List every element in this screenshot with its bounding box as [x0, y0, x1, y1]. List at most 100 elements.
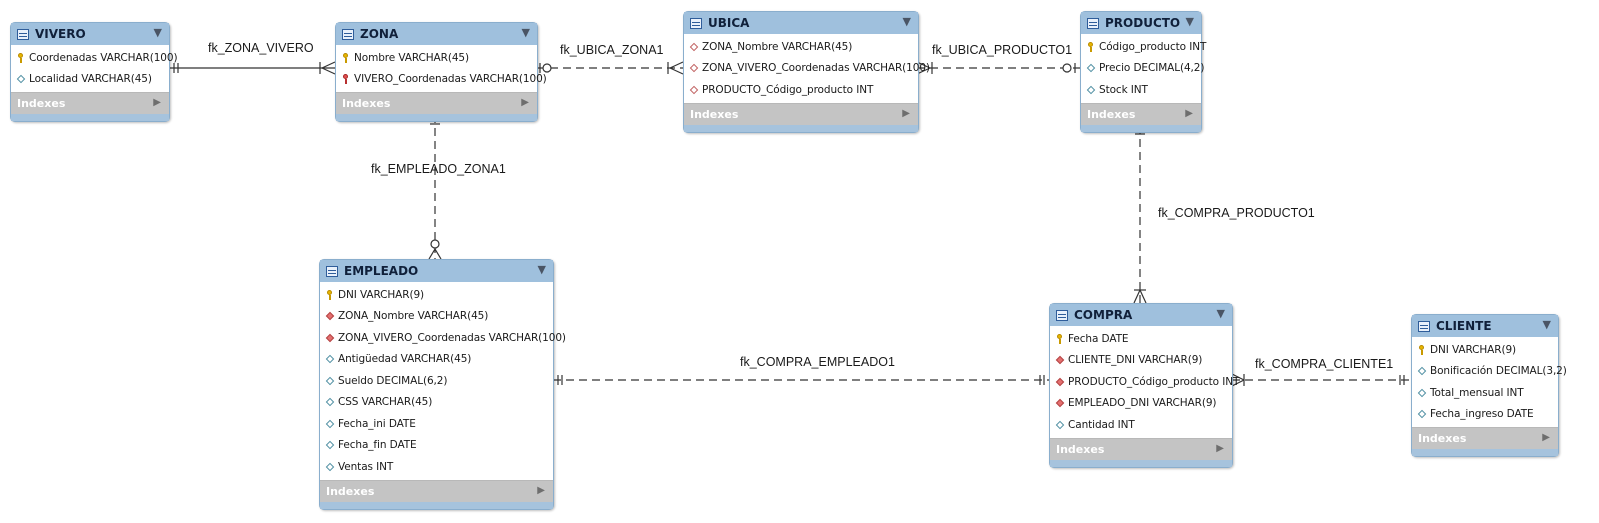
- table-cliente[interactable]: CLIENTE ▼ DNI VARCHAR(9) Bonificación DE…: [1411, 314, 1567, 457]
- column-row[interactable]: Fecha_ini DATE: [320, 413, 553, 435]
- expand-arrow-icon[interactable]: ▶: [902, 107, 910, 119]
- column-row[interactable]: EMPLEADO_DNI VARCHAR(9): [1050, 393, 1232, 415]
- column-row[interactable]: Código_producto INT: [1081, 36, 1206, 58]
- table-header[interactable]: CLIENTE ▼: [1412, 315, 1558, 337]
- column-label: Fecha_ingreso DATE: [1430, 408, 1534, 421]
- column-row[interactable]: PRODUCTO_Código_producto INT: [684, 79, 918, 101]
- table-header[interactable]: PRODUCTO ▼: [1081, 12, 1201, 34]
- column-row[interactable]: ZONA_Nombre VARCHAR(45): [320, 306, 553, 328]
- table-empleado[interactable]: EMPLEADO ▼ DNI VARCHAR(9) ZONA_Nombre VA…: [319, 259, 566, 510]
- collapse-arrow-icon[interactable]: ▼: [537, 263, 546, 276]
- table-title: ZONA: [360, 27, 399, 41]
- column-row[interactable]: DNI VARCHAR(9): [320, 284, 553, 306]
- table-vivero[interactable]: VIVERO ▼ Coordenadas VARCHAR(100) Locali…: [10, 22, 178, 122]
- indexes-section[interactable]: Indexes ▶: [336, 92, 537, 114]
- indexes-section[interactable]: Indexes ▶: [320, 479, 553, 502]
- rel-compra-producto-connector[interactable]: [1133, 126, 1147, 304]
- column-diamond-icon: [1086, 63, 1096, 73]
- column-diamond-icon: [1417, 366, 1427, 376]
- column-row[interactable]: Fecha_ingreso DATE: [1412, 404, 1558, 426]
- column-label: ZONA_Nombre VARCHAR(45): [702, 40, 853, 53]
- expand-arrow-icon[interactable]: ▶: [521, 97, 529, 108]
- indexes-section[interactable]: Indexes ▶: [1050, 437, 1232, 460]
- rel-label-compra-empleado[interactable]: fk_COMPRA_EMPLEADO1: [740, 355, 895, 369]
- foreign-key-diamond-icon: [1055, 355, 1065, 365]
- column-row[interactable]: Cantidad INT: [1050, 414, 1232, 436]
- column-label: CLIENTE_DNI VARCHAR(9): [1068, 354, 1203, 367]
- column-diamond-icon: [325, 462, 335, 472]
- column-row[interactable]: Nombre VARCHAR(45): [336, 47, 537, 69]
- rel-compra-cliente-connector[interactable]: [1231, 373, 1411, 387]
- expand-arrow-icon[interactable]: ▶: [153, 97, 161, 108]
- primary-key-icon: [325, 289, 335, 300]
- rel-label-compra-producto[interactable]: fk_COMPRA_PRODUCTO1: [1158, 206, 1315, 220]
- column-row[interactable]: Fecha_fin DATE: [320, 435, 553, 457]
- expand-arrow-icon[interactable]: ▶: [537, 484, 545, 496]
- collapse-arrow-icon[interactable]: ▼: [902, 15, 911, 28]
- column-row[interactable]: DNI VARCHAR(9): [1412, 339, 1558, 361]
- column-row[interactable]: PRODUCTO_Código_producto INT: [1050, 371, 1239, 393]
- column-row[interactable]: Ventas INT: [320, 456, 553, 478]
- rel-label-ubica-producto[interactable]: fk_UBICA_PRODUCTO1: [932, 43, 1073, 57]
- rel-empleado-zona-connector[interactable]: [428, 115, 442, 260]
- column-row[interactable]: Coordenadas VARCHAR(100): [11, 47, 178, 69]
- collapse-arrow-icon[interactable]: ▼: [1185, 15, 1194, 28]
- foreign-primary-key-icon: [341, 74, 351, 85]
- column-row[interactable]: CLIENTE_DNI VARCHAR(9): [1050, 350, 1232, 372]
- foreign-key-diamond-icon: [325, 333, 335, 343]
- primary-key-icon: [1055, 333, 1065, 344]
- column-label: Fecha_ini DATE: [338, 417, 416, 430]
- collapse-arrow-icon[interactable]: ▼: [1542, 318, 1551, 331]
- expand-arrow-icon[interactable]: ▶: [1185, 107, 1193, 119]
- table-header[interactable]: UBICA ▼: [684, 12, 918, 34]
- table-header[interactable]: EMPLEADO ▼: [320, 260, 553, 282]
- foreign-key-diamond-icon: [325, 311, 335, 321]
- rel-ubica-producto-connector[interactable]: [916, 61, 1080, 75]
- collapse-arrow-icon[interactable]: ▼: [521, 26, 530, 39]
- column-label: Localidad VARCHAR(45): [29, 73, 152, 86]
- rel-zona-vivero-connector[interactable]: [170, 61, 336, 75]
- table-zona[interactable]: ZONA ▼ Nombre VARCHAR(45) VIVERO_Coorden…: [335, 22, 547, 122]
- column-row[interactable]: Stock INT: [1081, 79, 1201, 101]
- rel-label-empleado-zona[interactable]: fk_EMPLEADO_ZONA1: [371, 162, 506, 176]
- column-label: Precio DECIMAL(4,2): [1099, 62, 1205, 75]
- indexes-section[interactable]: Indexes ▶: [1081, 102, 1201, 125]
- column-row[interactable]: Total_mensual INT: [1412, 382, 1558, 404]
- indexes-section[interactable]: Indexes ▶: [684, 102, 918, 125]
- table-footer-bar: [1412, 449, 1558, 456]
- foreign-key-diamond-icon: [1055, 377, 1065, 387]
- column-row[interactable]: ZONA_VIVERO_Coordenadas VARCHAR(100): [320, 327, 566, 349]
- column-row[interactable]: ZONA_VIVERO_Coordenadas VARCHAR(100): [684, 58, 930, 80]
- rel-compra-empleado-connector[interactable]: [553, 375, 1049, 385]
- column-row[interactable]: Fecha DATE: [1050, 328, 1232, 350]
- collapse-arrow-icon[interactable]: ▼: [153, 26, 162, 39]
- collapse-arrow-icon[interactable]: ▼: [1216, 307, 1225, 320]
- table-producto[interactable]: PRODUCTO ▼ Código_producto INT Precio DE…: [1080, 11, 1206, 133]
- column-row[interactable]: CSS VARCHAR(45): [320, 392, 553, 414]
- rel-label-compra-cliente[interactable]: fk_COMPRA_CLIENTE1: [1255, 357, 1394, 371]
- expand-arrow-icon[interactable]: ▶: [1542, 432, 1550, 443]
- column-row[interactable]: Precio DECIMAL(4,2): [1081, 58, 1205, 80]
- table-footer-bar: [1050, 459, 1232, 467]
- table-compra[interactable]: COMPRA ▼ Fecha DATE CLIENTE_DNI VARCHAR(…: [1049, 303, 1239, 468]
- column-label: Nombre VARCHAR(45): [354, 51, 469, 64]
- rel-label-zona-vivero[interactable]: fk_ZONA_VIVERO: [208, 41, 314, 55]
- column-row[interactable]: ZONA_Nombre VARCHAR(45): [684, 36, 918, 58]
- expand-arrow-icon[interactable]: ▶: [1216, 442, 1224, 454]
- indexes-section[interactable]: Indexes ▶: [11, 92, 169, 114]
- column-row[interactable]: Localidad VARCHAR(45): [11, 69, 169, 91]
- column-row[interactable]: Sueldo DECIMAL(6,2): [320, 370, 553, 392]
- column-row[interactable]: VIVERO_Coordenadas VARCHAR(100): [336, 69, 547, 91]
- column-row[interactable]: Bonificación DECIMAL(3,2): [1412, 361, 1567, 383]
- rel-ubica-zona-connector[interactable]: [537, 61, 684, 75]
- table-header[interactable]: COMPRA ▼: [1050, 304, 1232, 326]
- table-ubica[interactable]: UBICA ▼ ZONA_Nombre VARCHAR(45) ZONA_VIV…: [683, 11, 930, 133]
- indexes-label: Indexes: [1056, 442, 1105, 456]
- column-row[interactable]: Antigüedad VARCHAR(45): [320, 349, 553, 371]
- column-label: DNI VARCHAR(9): [1430, 343, 1517, 356]
- table-header[interactable]: ZONA ▼: [336, 23, 537, 45]
- indexes-section[interactable]: Indexes ▶: [1412, 427, 1558, 449]
- table-header[interactable]: VIVERO ▼: [11, 23, 169, 45]
- rel-label-ubica-zona[interactable]: fk_UBICA_ZONA1: [560, 43, 664, 57]
- column-label: Fecha_fin DATE: [338, 439, 417, 452]
